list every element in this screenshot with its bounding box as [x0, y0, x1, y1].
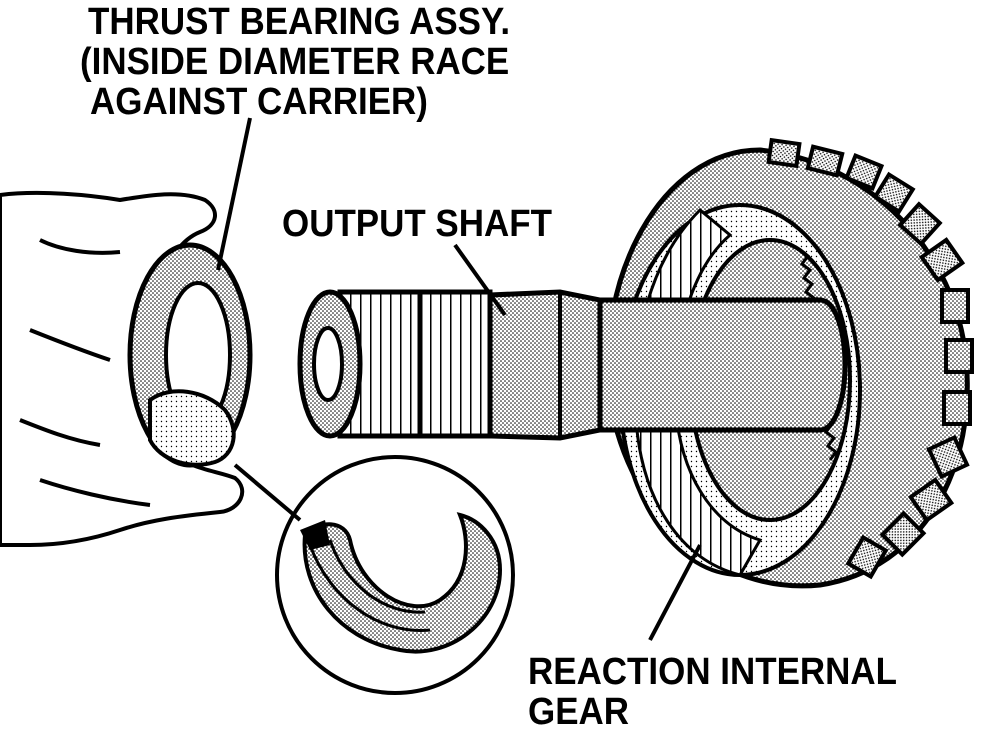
- finger: [148, 389, 236, 467]
- output-shaft-label: OUTPUT SHAFT: [282, 203, 552, 245]
- leader-detail: [233, 463, 302, 522]
- leader-reaction-gear: [648, 544, 702, 641]
- detail-marker: [300, 520, 330, 550]
- leader-output-shaft: [453, 243, 507, 317]
- detail-race-section: [302, 512, 503, 654]
- leader-thrust-bearing: [216, 117, 252, 271]
- thrust-bearing-label-line1: THRUST BEARING ASSY.: [88, 1, 511, 43]
- thrust-bearing: [127, 242, 253, 468]
- detail-callout: [275, 455, 515, 695]
- reaction-gear-label-line2: GEAR: [528, 691, 630, 733]
- thrust-bearing-label-line3: AGAINST CARRIER): [90, 81, 428, 123]
- thrust-bearing-label-line2: (INSIDE DIAMETER RACE: [80, 41, 510, 83]
- leader-lines: [216, 117, 702, 641]
- gear-outer-lugs: [766, 137, 974, 580]
- shaft-end-bore: [312, 326, 344, 402]
- output-shaft: [297, 289, 848, 441]
- reaction-gear-label-line1: REACTION INTERNAL: [528, 651, 898, 693]
